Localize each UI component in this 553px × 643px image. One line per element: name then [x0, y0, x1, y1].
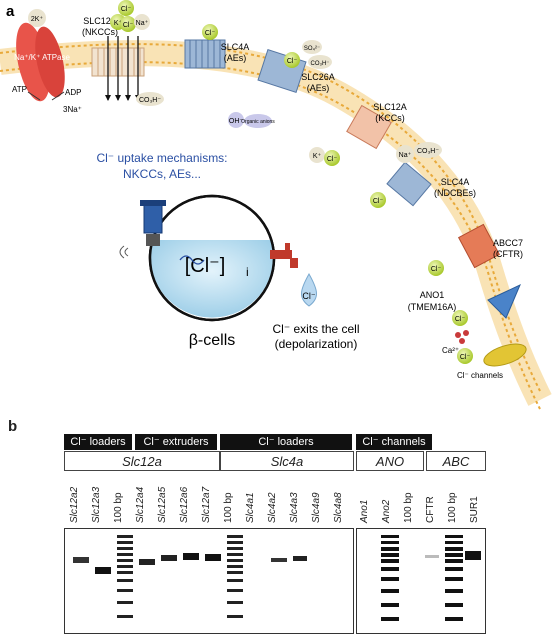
- header-extruders: Cl⁻ extruders: [135, 434, 217, 450]
- svg-text:2K⁺: 2K⁺: [31, 16, 44, 23]
- svg-text:SLC12A: SLC12A: [83, 16, 117, 26]
- family-slc4a: Slc4a: [220, 451, 354, 471]
- svg-text:(NKCCs): (NKCCs): [82, 27, 118, 37]
- svg-text:Organic anions: Organic anions: [241, 119, 275, 125]
- svg-text:SLC4A: SLC4A: [441, 177, 470, 187]
- svg-text:Ca²⁺: Ca²⁺: [442, 346, 459, 355]
- lane-label: Slc4a9: [311, 492, 322, 523]
- lane-label: Slc12a6: [179, 486, 190, 523]
- lane-label: 100 bp: [403, 492, 414, 523]
- header-channels: Cl⁻ channels: [356, 434, 432, 450]
- family-slc12a: Slc12a: [64, 451, 220, 471]
- svg-text:SLC4A: SLC4A: [221, 42, 250, 52]
- transporter-ndcbe: Na⁺ CO₃H⁻ SLC4A (NDCBEs) Cl⁻: [370, 142, 476, 208]
- svg-text:Cl⁻: Cl⁻: [287, 58, 298, 65]
- svg-text:K⁺: K⁺: [313, 153, 322, 160]
- svg-text:Cl⁻ channels: Cl⁻ channels: [457, 371, 503, 380]
- lane-label: Ano1: [359, 499, 370, 523]
- lane-label: Slc12a5: [157, 486, 168, 523]
- header-loaders-2: Cl⁻ loaders: [220, 434, 352, 450]
- chloride-drop-icon: Cl⁻: [301, 272, 317, 307]
- lane-label: 100 bp: [447, 492, 458, 523]
- svg-text:Cl⁻: Cl⁻: [121, 6, 132, 13]
- transporter-cl-channel: Cl⁻ Cl⁻ channels: [457, 343, 527, 380]
- lane-label: 100 bp: [113, 492, 124, 523]
- svg-text:SO₄²⁻: SO₄²⁻: [304, 46, 320, 52]
- lane-label: Slc4a1: [245, 492, 256, 523]
- svg-text:Cl⁻: Cl⁻: [123, 22, 134, 29]
- exit-text-line2: (depolarization): [275, 337, 358, 351]
- header-loaders-1: Cl⁻ loaders: [64, 434, 132, 450]
- svg-text:Cl⁻: Cl⁻: [327, 156, 338, 163]
- svg-text:CO₃H⁻: CO₃H⁻: [139, 97, 161, 104]
- svg-text:Cl⁻: Cl⁻: [431, 266, 442, 273]
- panel-a-label: a: [6, 3, 15, 20]
- gel-right-bands: [381, 535, 481, 621]
- svg-text:CO₃H⁻: CO₃H⁻: [417, 148, 439, 155]
- svg-text:ATP: ATP: [12, 85, 27, 94]
- svg-text:Na⁺: Na⁺: [399, 152, 412, 159]
- svg-text:OH⁻: OH⁻: [229, 118, 244, 125]
- svg-text:3Na⁺: 3Na⁺: [63, 105, 82, 114]
- cell-name: β-cells: [189, 332, 236, 349]
- uptake-text-line1: Cl⁻ uptake mechanisms:: [96, 151, 227, 165]
- svg-text:(TMEM16A): (TMEM16A): [408, 302, 457, 312]
- gel-image-right: [356, 528, 486, 634]
- lane-label: Slc12a2: [69, 486, 80, 523]
- beta-cell-vessel: [Cl⁻] i: [148, 194, 276, 322]
- svg-text:(NDCBEs): (NDCBEs): [434, 188, 476, 198]
- svg-text:(AEs): (AEs): [307, 83, 330, 93]
- panel-b-label: b: [8, 418, 18, 435]
- lane-label: Slc12a4: [135, 486, 146, 523]
- svg-text:i: i: [246, 265, 249, 279]
- svg-text:(KCCs): (KCCs): [375, 113, 405, 123]
- intracellular-chloride: [Cl⁻]: [185, 255, 226, 277]
- svg-text:Cl⁻: Cl⁻: [455, 316, 466, 323]
- transporter-kcc: SLC12A (KCCs) K⁺ Cl⁻: [309, 102, 407, 166]
- lane-label: CFTR: [425, 496, 436, 523]
- transporter-ano1: ANO1 (TMEM16A) Cl⁻ Ca²⁺: [408, 283, 521, 355]
- svg-text:K⁺: K⁺: [114, 20, 123, 27]
- svg-text:Cl⁻: Cl⁻: [460, 354, 471, 361]
- svg-text:SLC26A: SLC26A: [301, 72, 335, 82]
- gel-image-left: [64, 528, 354, 634]
- lane-label: Slc12a7: [201, 486, 212, 523]
- svg-text:Cl⁻: Cl⁻: [373, 198, 384, 205]
- lane-label: Slc4a8: [333, 492, 344, 523]
- lane-label: Slc12a3: [91, 486, 102, 523]
- svg-text:SLC12A: SLC12A: [373, 102, 407, 112]
- svg-text:Na⁺/K⁺ ATPase: Na⁺/K⁺ ATPase: [14, 53, 70, 62]
- exit-text-line1: Cl⁻ exits the cell: [272, 322, 359, 336]
- transporter-cftr: ABCC7 (CFTR) Cl⁻: [428, 223, 523, 276]
- panel-a-diagram: a Na⁺/K⁺ ATPase 2K⁺ ATP ADP 3Na⁺ SLC12A …: [0, 0, 552, 410]
- transporter-slc26a: SO₄²⁻ Cl⁻ CO₃H⁻ SLC26A (AEs) OH⁻ Organic…: [228, 40, 335, 128]
- na-k-atpase: Na⁺/K⁺ ATPase 2K⁺ ATP ADP 3Na⁺: [12, 9, 82, 114]
- lane-label: SUR1: [469, 496, 480, 523]
- transporter-nkcc: SLC12A (NKCCs) K⁺ Cl⁻ Cl⁻ Na⁺: [82, 0, 150, 101]
- family-ano: ANO: [356, 451, 424, 471]
- lane-label: Ano2: [381, 499, 392, 523]
- svg-text:ABCC7: ABCC7: [493, 238, 523, 248]
- lane-label: Slc4a2: [267, 492, 278, 523]
- svg-text:Cl⁻: Cl⁻: [302, 291, 315, 301]
- svg-text:(AEs): (AEs): [224, 53, 247, 63]
- svg-text:(CFTR): (CFTR): [493, 249, 523, 259]
- svg-text:Na⁺: Na⁺: [136, 20, 149, 27]
- uptake-pump-icon: [119, 200, 166, 259]
- svg-text:ADP: ADP: [65, 88, 81, 97]
- svg-text:Cl⁻: Cl⁻: [205, 30, 216, 37]
- lane-label: 100 bp: [223, 492, 234, 523]
- transporter-ae: Cl⁻ SLC4A (AEs) CO₃H⁻: [136, 24, 249, 106]
- svg-text:CO₃H⁻: CO₃H⁻: [311, 61, 330, 67]
- faucet-icon: [270, 243, 298, 268]
- uptake-text-line2: NKCCs, AEs...: [123, 167, 201, 181]
- lane-label: Slc4a3: [289, 492, 300, 523]
- family-abc: ABC: [426, 451, 486, 471]
- cell-membrane: [0, 40, 552, 406]
- gel-left-bands: [73, 535, 307, 618]
- svg-text:ANO1: ANO1: [420, 290, 445, 300]
